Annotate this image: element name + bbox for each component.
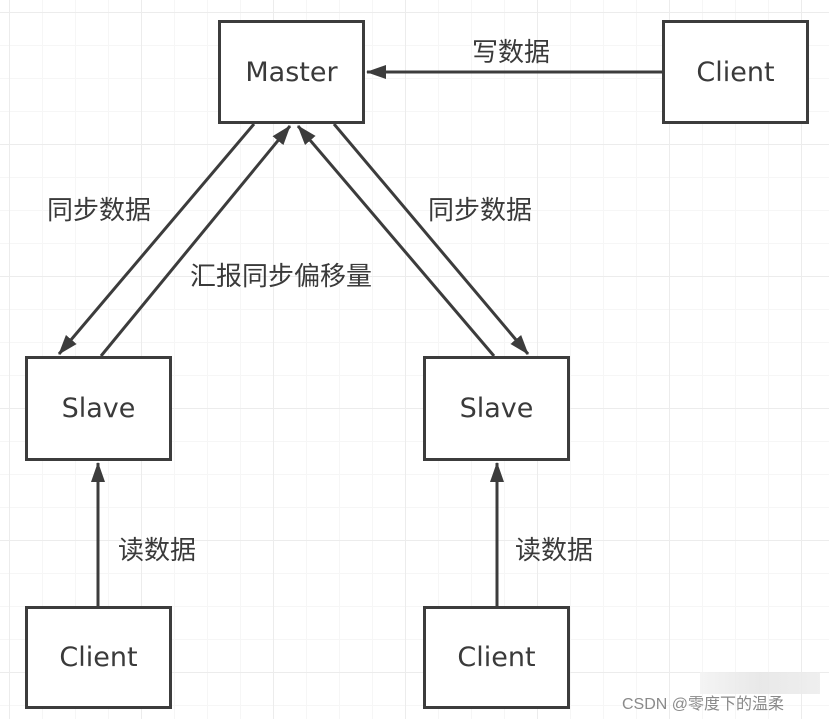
edge-label-read-data-left: 读数据: [118, 536, 197, 566]
edge-slave-left-to-master: [99, 125, 292, 357]
edge-slave-right-to-master: [296, 125, 496, 357]
slave-node-right-label: Slave: [459, 393, 534, 424]
slave-node-left: Slave: [25, 356, 172, 461]
slave-node-left-label: Slave: [61, 393, 136, 424]
edge-label-report-offset: 汇报同步偏移量: [190, 262, 373, 292]
edge-label-read-data-right: 读数据: [515, 536, 594, 566]
client-node-bottom-left: Client: [25, 606, 172, 709]
edge-label-write-data: 写数据: [472, 38, 551, 68]
client-node-top: Client: [662, 20, 809, 124]
edge-label-sync-data-right: 同步数据: [428, 196, 533, 226]
watermark: CSDN @零度下的温柔: [622, 696, 785, 713]
client-node-bottom-right-label: Client: [457, 642, 536, 673]
edge-master-to-slave-right: [332, 123, 530, 355]
master-node-label: Master: [245, 56, 338, 88]
master-node: Master: [218, 20, 365, 124]
client-node-bottom-right: Client: [423, 606, 570, 709]
client-node-top-label: Client: [696, 56, 775, 88]
client-node-bottom-left-label: Client: [59, 642, 138, 673]
blurred-region: [700, 672, 820, 694]
edge-label-sync-data-left: 同步数据: [47, 196, 152, 226]
slave-node-right: Slave: [423, 356, 570, 461]
edge-master-to-slave-left: [57, 123, 256, 355]
